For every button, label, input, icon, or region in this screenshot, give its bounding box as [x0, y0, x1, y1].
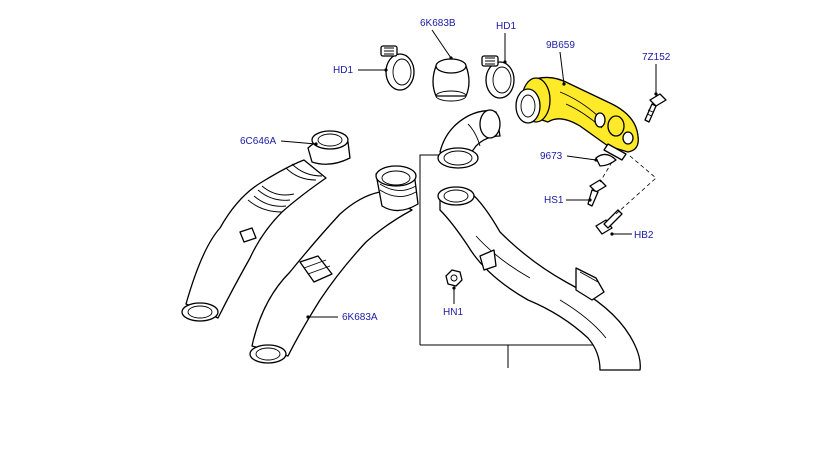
- intercooler-pipe-large[interactable]: [437, 186, 641, 371]
- leader-lines: [280, 29, 658, 319]
- screw-hs1[interactable]: [587, 179, 607, 207]
- intercooler-hose-6c646a[interactable]: [181, 130, 351, 322]
- label-6k683a[interactable]: 6K683A: [342, 312, 378, 323]
- bolt-7z152[interactable]: [644, 93, 667, 123]
- assembly-guide-lines: [599, 155, 657, 215]
- elbow-hose[interactable]: [437, 109, 501, 169]
- label-hd1-left[interactable]: HD1: [333, 65, 353, 76]
- connector-sleeve[interactable]: [432, 58, 470, 102]
- nut-hn1[interactable]: [445, 269, 463, 287]
- label-6k683b[interactable]: 6K683B: [420, 18, 456, 29]
- intercooler-hose-6k683a[interactable]: [249, 165, 419, 364]
- part-labels: HD1 6K683B HD1 9B659 7Z152 6C646A 9673 H…: [240, 18, 671, 323]
- label-hn1[interactable]: HN1: [443, 307, 463, 318]
- air-outlet-pipe-highlighted[interactable]: [515, 76, 639, 161]
- retaining-clip-9673[interactable]: [595, 153, 617, 167]
- label-9b659[interactable]: 9B659: [546, 40, 575, 51]
- hose-clamp-right[interactable]: [481, 55, 515, 99]
- label-7z152[interactable]: 7Z152: [642, 52, 671, 63]
- label-hb2[interactable]: HB2: [634, 230, 654, 241]
- label-9673[interactable]: 9673: [540, 151, 563, 162]
- label-6c646a[interactable]: 6C646A: [240, 136, 276, 147]
- label-hd1-right[interactable]: HD1: [496, 21, 516, 32]
- hose-clamp-left[interactable]: [380, 45, 415, 91]
- bolt-hb2[interactable]: [595, 209, 623, 235]
- label-hs1[interactable]: HS1: [544, 195, 564, 206]
- assembly-bracket: [419, 154, 600, 368]
